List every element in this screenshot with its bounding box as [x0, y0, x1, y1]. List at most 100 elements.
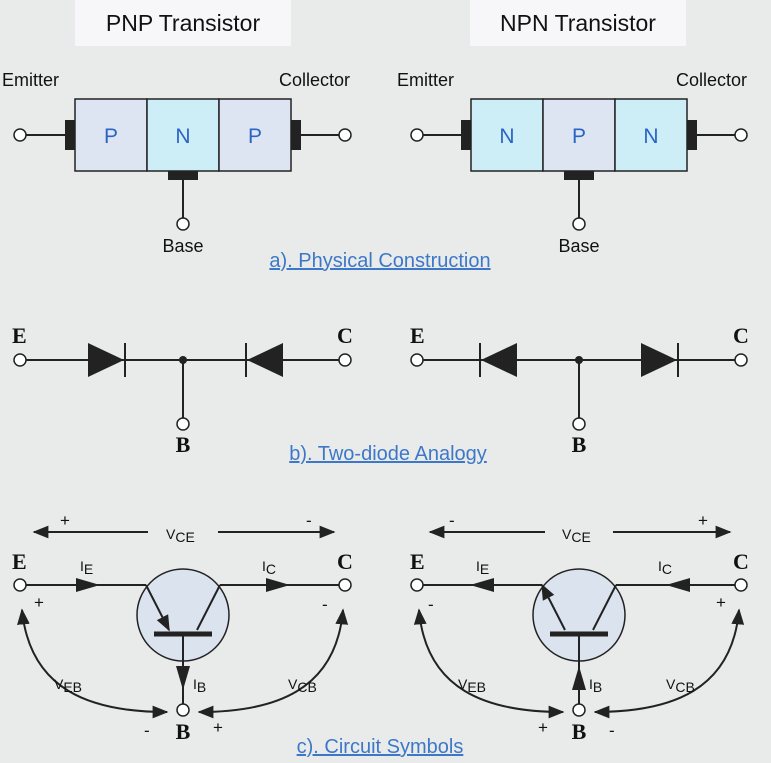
pnp-vcb-label: VCB	[288, 676, 317, 695]
pnp-ib-arrow	[176, 666, 190, 690]
pnp-emitter-pin	[13, 128, 27, 142]
pnp-ic-arrow	[266, 578, 290, 592]
pnp-diode-c-pin	[338, 353, 352, 367]
npn-b-left-sign: +	[538, 718, 548, 737]
pnp-vce-right-sign: -	[306, 511, 312, 530]
npn-vce-left-sign: -	[449, 511, 455, 530]
npn-collector-label: Collector	[676, 70, 747, 90]
npn-vcb-label: VCB	[666, 676, 695, 695]
npn-diode-2	[641, 343, 677, 377]
npn-layer-3	[614, 98, 688, 172]
npn-layer-1	[470, 98, 544, 172]
pnp-b-left-sign: -	[144, 721, 150, 740]
npn-diode-e-label: E	[410, 323, 425, 348]
pnp-diode-2	[247, 343, 283, 377]
npn-b-pin	[572, 703, 586, 717]
npn-two-diode: E C B	[410, 323, 749, 457]
npn-physical: NPN Transistor Emitter Collector N P N B…	[397, 0, 748, 256]
pnp-c-label: C	[337, 549, 353, 574]
pnp-ie-label: IE	[80, 558, 93, 577]
pnp-layer-1-label: P	[104, 125, 118, 148]
npn-base-contact	[564, 171, 594, 180]
pnp-diode-1	[88, 343, 124, 377]
npn-veb-arrow	[413, 608, 565, 719]
pnp-ie-arrow	[76, 578, 100, 592]
pnp-diode-e-label: E	[12, 323, 27, 348]
npn-symbol: - + VCE E C IE IC - + IB B + -	[410, 511, 749, 744]
npn-diode-b-label: B	[572, 432, 587, 457]
npn-layer-1-label: N	[499, 125, 514, 148]
pnp-b-pin	[176, 703, 190, 717]
npn-b-label: B	[572, 719, 587, 744]
pnp-c-sign: -	[322, 595, 328, 614]
pnp-b-label: B	[176, 719, 191, 744]
npn-veb-label: VEB	[458, 676, 486, 695]
npn-title: NPN Transistor	[500, 10, 656, 36]
npn-diode-c-pin	[734, 353, 748, 367]
npn-vce-label: VCE	[562, 526, 591, 545]
pnp-base-pin	[176, 217, 190, 231]
pnp-layer-1	[74, 98, 148, 172]
pnp-diode-c-label: C	[337, 323, 353, 348]
pnp-layer-2-label: N	[175, 125, 190, 148]
caption-physical-construction[interactable]: a). Physical Construction	[269, 250, 490, 272]
pnp-collector-pin	[338, 128, 352, 142]
npn-b-right-sign: -	[609, 721, 615, 740]
npn-diode-c-label: C	[733, 323, 749, 348]
pnp-base-label: Base	[162, 236, 203, 256]
npn-diode-1	[481, 343, 517, 377]
pnp-ic-label: IC	[262, 558, 276, 577]
pnp-b-right-sign: +	[213, 718, 223, 737]
npn-diode-b-pin	[572, 417, 586, 431]
npn-emitter-pin	[410, 128, 424, 142]
npn-e-label: E	[410, 549, 425, 574]
npn-ie-label: IE	[476, 558, 489, 577]
npn-c-pin	[734, 578, 748, 592]
pnp-diode-b-label: B	[176, 432, 191, 457]
npn-emitter-contact	[461, 120, 471, 150]
npn-c-sign: +	[716, 593, 726, 612]
npn-ib-arrow	[572, 666, 586, 690]
npn-layer-3-label: N	[643, 125, 658, 148]
npn-collector-pin	[734, 128, 748, 142]
npn-e-sign: -	[428, 595, 434, 614]
npn-title-box	[470, 0, 686, 46]
npn-layer-2-label: P	[572, 125, 586, 148]
pnp-two-diode: E C B	[12, 323, 353, 457]
pnp-vce-left-sign: +	[60, 511, 70, 530]
pnp-emitter-label: Emitter	[2, 70, 59, 90]
pnp-collector-contact	[291, 120, 301, 150]
pnp-e-label: E	[12, 549, 27, 574]
npn-ic-label: IC	[658, 558, 672, 577]
caption-two-diode-analogy[interactable]: b). Two-diode Analogy	[289, 443, 487, 465]
npn-base-pin	[572, 217, 586, 231]
npn-collector-contact	[687, 120, 697, 150]
npn-base-label: Base	[558, 236, 599, 256]
pnp-ib-label: IB	[193, 676, 206, 695]
caption-circuit-symbols[interactable]: c). Circuit Symbols	[297, 736, 464, 758]
pnp-e-sign: +	[34, 593, 44, 612]
npn-ie-arrow	[470, 578, 494, 592]
pnp-layer-3-label: P	[248, 125, 262, 148]
npn-c-label: C	[733, 549, 749, 574]
npn-vcb-arrow	[593, 608, 745, 719]
pnp-emitter-contact	[65, 120, 75, 150]
npn-emitter-label: Emitter	[397, 70, 454, 90]
pnp-vcb-arrow	[197, 608, 349, 719]
pnp-c-pin	[338, 578, 352, 592]
pnp-title: PNP Transistor	[106, 10, 261, 36]
npn-vce-right-sign: +	[698, 511, 708, 530]
pnp-base-contact	[168, 171, 198, 180]
pnp-diode-b-pin	[176, 417, 190, 431]
pnp-physical: PNP Transistor Emitter Collector P N P B…	[2, 0, 352, 256]
npn-diode-e-pin	[410, 353, 424, 367]
pnp-diode-e-pin	[13, 353, 27, 367]
pnp-vce-label: VCE	[166, 526, 195, 545]
pnp-veb-label: VEB	[54, 676, 82, 695]
pnp-symbol: + - VCE E C IE IC + - IB B - +	[12, 511, 353, 744]
npn-e-pin	[410, 578, 424, 592]
npn-ic-arrow	[666, 578, 690, 592]
pnp-collector-label: Collector	[279, 70, 350, 90]
pnp-veb-arrow	[17, 608, 169, 719]
